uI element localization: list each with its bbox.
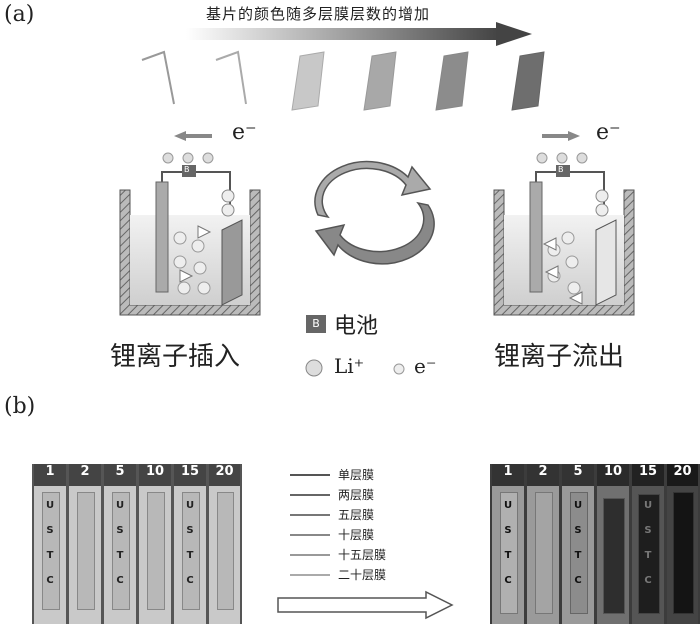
battery-letter-left: B [184,165,190,174]
right-strip-20: 20 [667,464,698,624]
substrate-swatch-15 [435,51,469,111]
strip-letter: U [115,500,125,511]
left-electron-arrow [174,131,212,141]
film-legend: 单层膜 两层膜 五层膜 十层膜 十五层膜 二十层膜 [290,466,450,586]
legend-battery-icon: B [306,315,326,333]
strip-letter: C [574,575,582,586]
left-strip-1: 1 [34,464,66,624]
panel-a-label: (a) [4,2,35,27]
strip-letter: T [46,550,54,561]
caption-left: 锂离子插入 [110,342,241,372]
legend-e-icon [393,363,405,375]
film-legend-row-2: 两层膜 [290,486,450,506]
panel-a-title: 基片的颜色随多层膜层数的增加 [206,5,431,23]
caption-right: 锂离子流出 [494,342,625,372]
strip-letter: S [574,525,582,536]
strip-letter: U [503,500,513,511]
strip-letter: S [504,525,512,536]
strip-letter: S [644,525,652,536]
cycle-arrows [314,160,435,265]
film-legend-row-1: 单层膜 [290,466,450,486]
strip-letter: T [116,550,124,561]
film-legend-row-4: 十层膜 [290,526,450,546]
right-electron-label: e⁻ [596,120,621,145]
substrate-swatch-5 [291,51,325,111]
right-strip-2: 2 [527,464,559,624]
left-strip-10: 10 [139,464,171,624]
strip-letter: U [185,500,195,511]
legend-e-label: e⁻ [414,354,437,378]
strip-letter: C [186,575,194,586]
battery-letter-right: B [558,165,564,174]
strip-letter: U [573,500,583,511]
substrate-swatch-10 [363,51,397,111]
legend-battery-label: 电池 [334,314,379,339]
battery-icon-right [556,165,570,177]
strip-letter: C [504,575,512,586]
right-electron-arrow [542,131,580,141]
strip-letter: C [46,575,54,586]
substrate-bare-2 [215,50,247,105]
legend-li-icon [305,359,323,377]
right-strip-5: 5 [562,464,594,624]
gradient-arrow [186,22,532,46]
right-strip-1: 1 [492,464,524,624]
right-cell [484,120,644,330]
left-strip-2: 2 [69,464,101,624]
strip-letter: T [644,550,652,561]
battery-icon-left [182,165,196,177]
hollow-arrow [277,590,454,620]
strip-letter: S [186,525,194,536]
substrate-bare-1 [141,50,175,105]
strip-letter: T [504,550,512,561]
strip-letter: C [116,575,124,586]
strip-letter: U [45,500,55,511]
strip-letter: U [643,500,653,511]
strip-letter: C [644,575,652,586]
film-legend-row-6: 二十层膜 [290,566,450,586]
substrate-row [141,50,545,111]
left-strip-20: 20 [209,464,240,624]
strip-letter: S [46,525,54,536]
panel-b-label: (b) [4,394,36,419]
left-strip-5: 5 [104,464,136,624]
left-cell [110,120,270,330]
strip-letter: S [116,525,124,536]
left-photo: 1 2 5 10 15 20 [32,464,242,624]
substrate-swatch-20 [511,51,545,111]
left-electron-label: e⁻ [232,120,257,145]
film-legend-row-3: 五层膜 [290,506,450,526]
film-legend-row-5: 十五层膜 [290,546,450,566]
right-photo: 1 2 5 10 15 20 [490,464,700,624]
strip-letter: T [574,550,582,561]
strip-letter: T [186,550,194,561]
left-strip-15: 15 [174,464,206,624]
right-strip-10: 10 [597,464,629,624]
legend-li-label: Li⁺ [334,354,365,378]
right-strip-15: 15 [632,464,664,624]
